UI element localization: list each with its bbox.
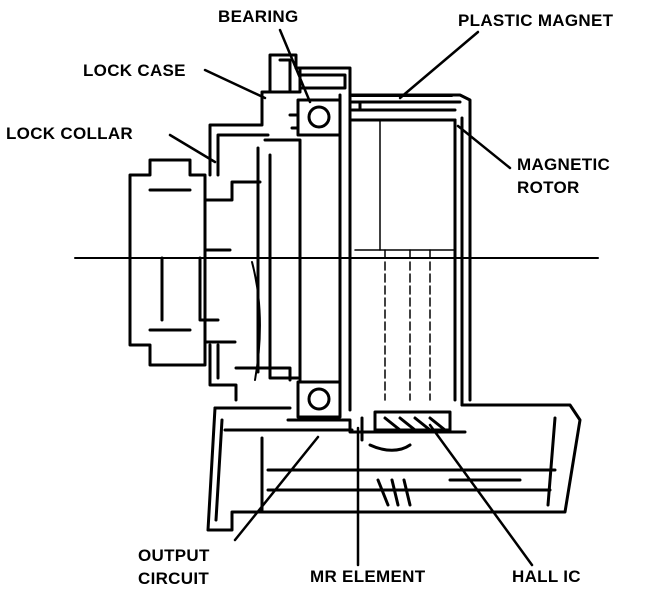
lock-collar-leader	[168, 133, 217, 164]
hall-ic-board	[373, 410, 452, 432]
hall-ic-label: HALL IC	[512, 567, 581, 586]
hall-ic-leader	[428, 423, 534, 567]
lock-case-housing	[208, 53, 472, 402]
leader-lines	[168, 28, 534, 567]
lock-collar-shaft	[128, 158, 262, 367]
lock-collar-label: LOCK COLLAR	[6, 124, 134, 143]
lower-bearing	[296, 380, 342, 419]
bearing-label: BEARING	[218, 7, 299, 26]
mr-element-label: MR ELEMENT	[310, 567, 426, 586]
magnetic-rotor-assembly	[251, 93, 464, 412]
connector-housing	[206, 403, 582, 532]
lock-case-leader	[203, 68, 267, 100]
output-circuit-label-line2: CIRCUIT	[138, 569, 210, 588]
plastic-magnet-label: PLASTIC MAGNET	[458, 11, 614, 30]
output-circuit-label-line1: OUTPUT	[138, 546, 210, 565]
output-circuit-leader	[233, 435, 320, 542]
upper-bearing	[288, 98, 342, 137]
magnetic-rotor-label-line1: MAGNETIC	[517, 155, 611, 174]
plastic-magnet-leader	[398, 30, 480, 100]
bearing-leader	[278, 28, 312, 104]
lock-case-label: LOCK CASE	[83, 61, 186, 80]
magnetic-rotor-label-line2: ROTOR	[517, 178, 580, 197]
magnetic-rotor-leader	[456, 124, 512, 170]
